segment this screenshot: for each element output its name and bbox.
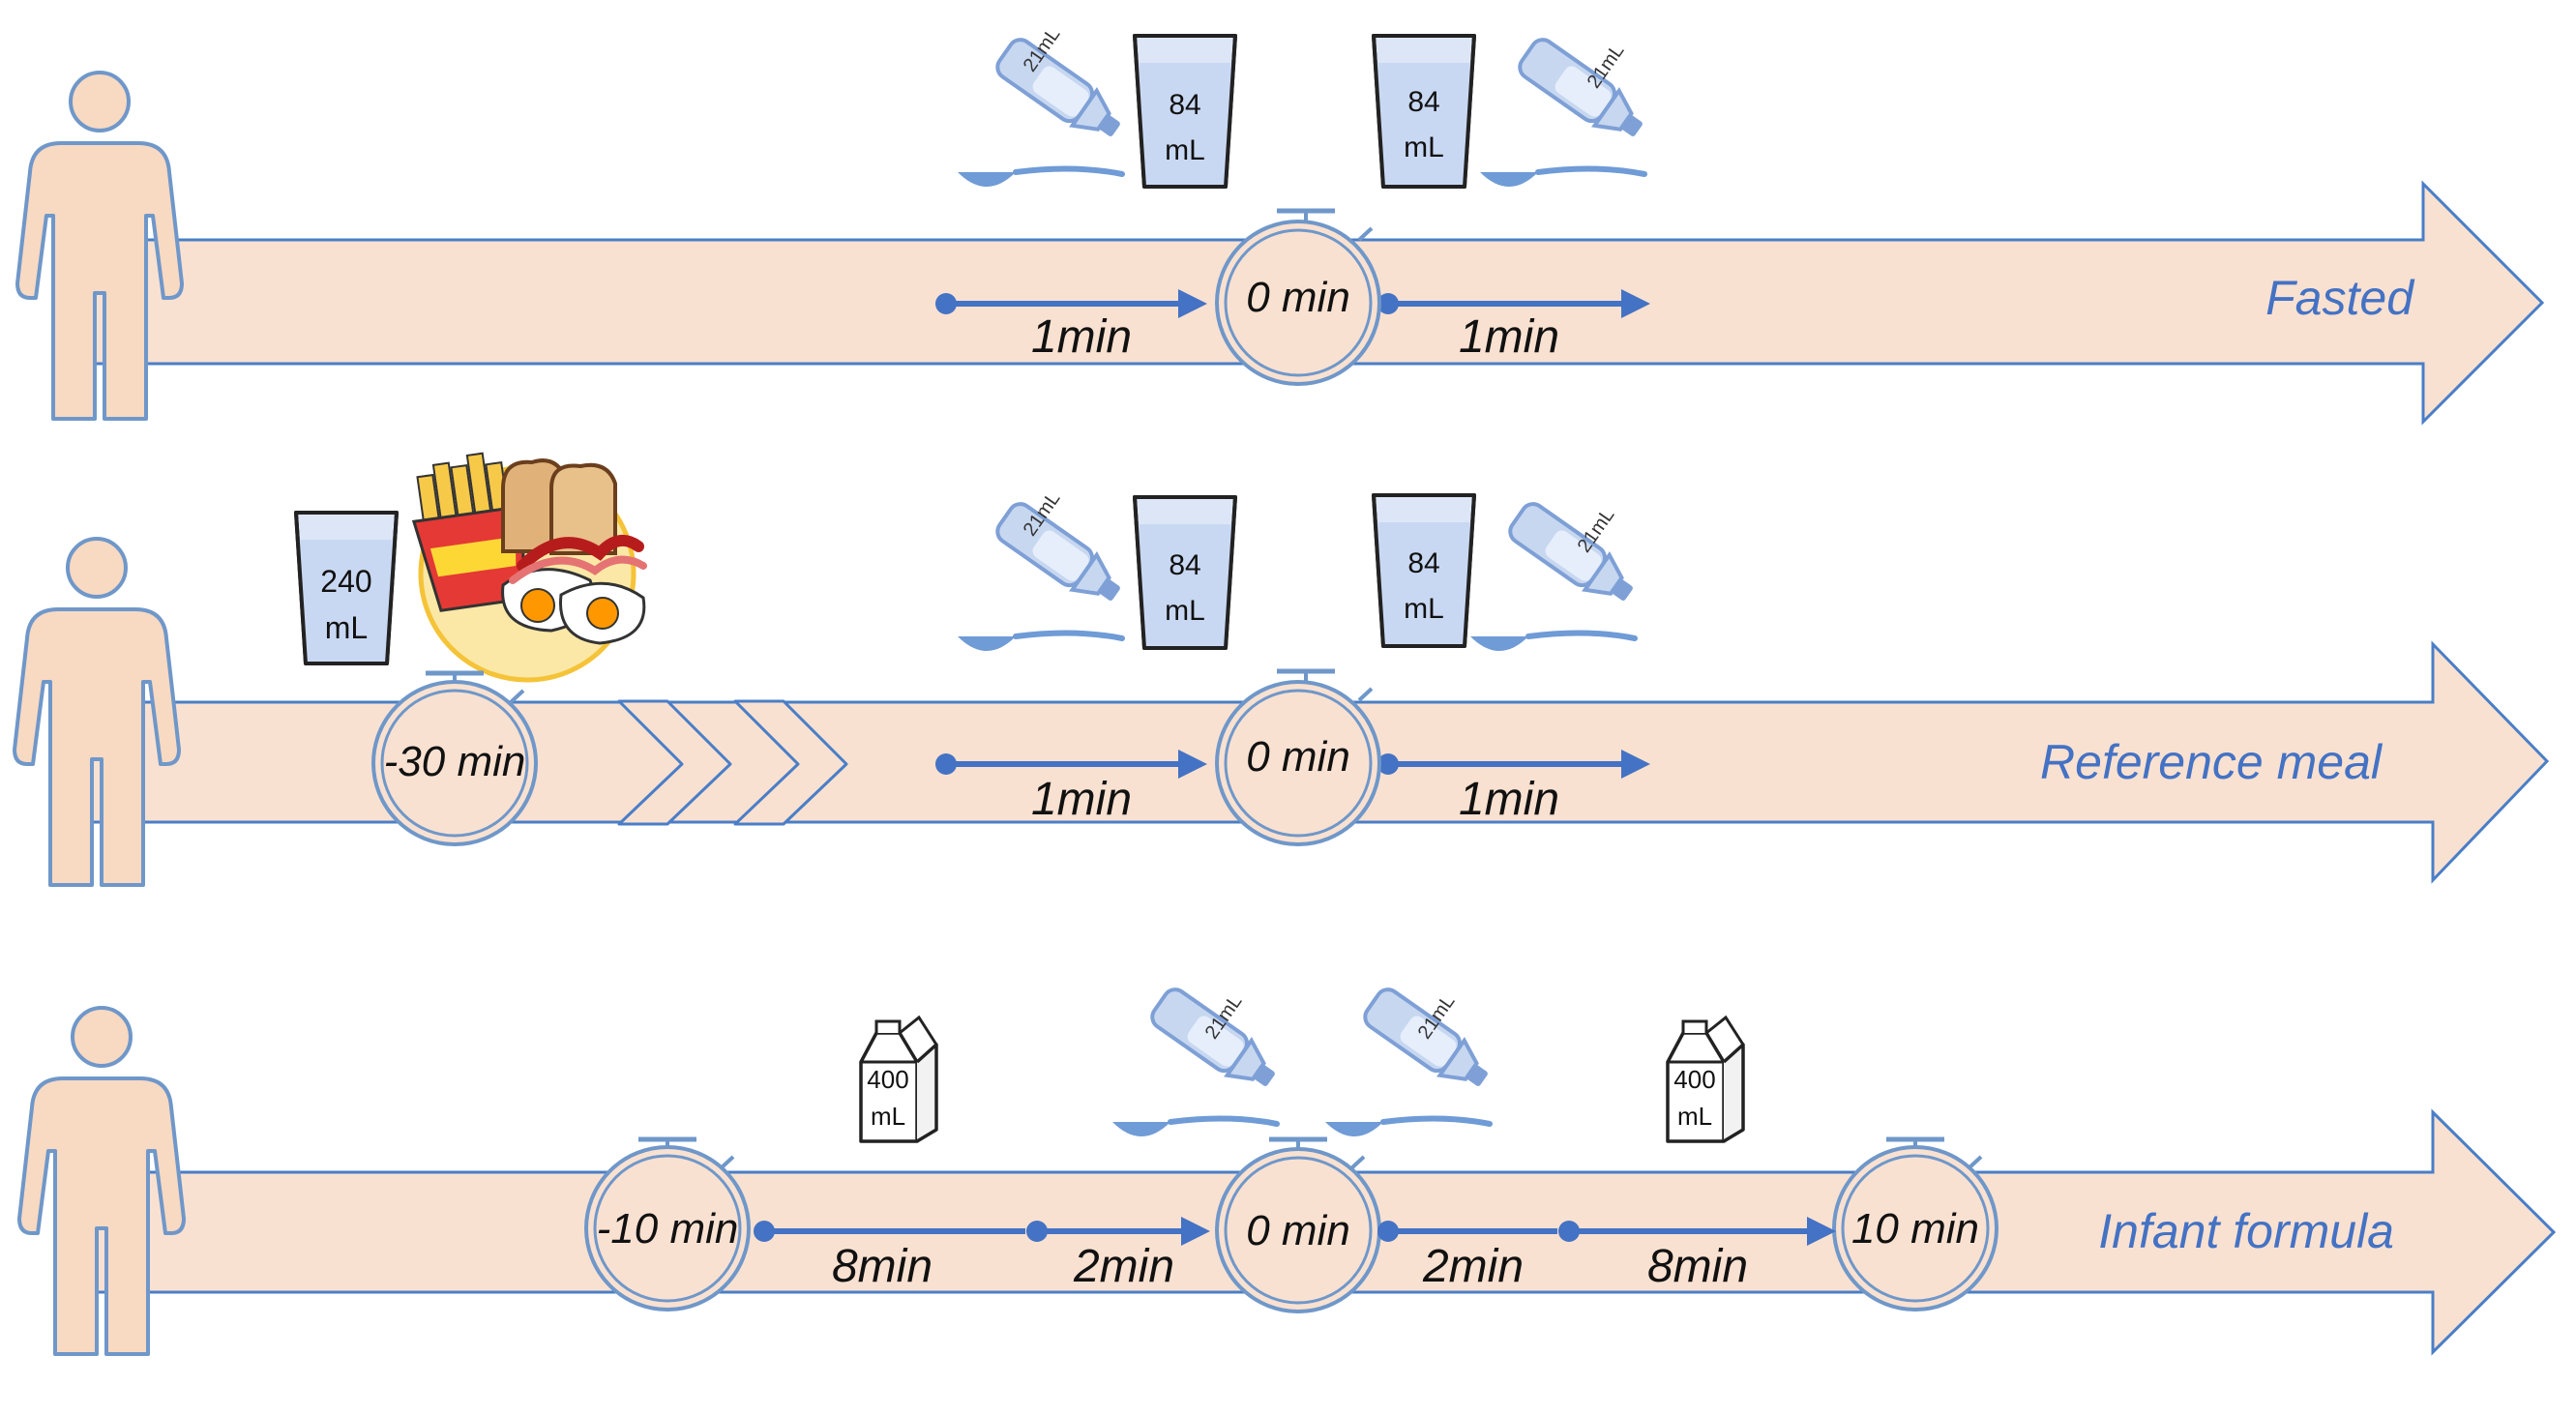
bottle-label: 21mL [1584,41,1629,93]
row-fasted: 21mL 84 mL 84 mL 21mL 0 min 1min 1min Fa… [15,24,2545,426]
carton-volume: 400 [1673,1065,1715,1094]
interval-label: 8min [832,1241,933,1292]
timepoint-dot [935,293,957,314]
interval-label: 1min [1459,311,1559,363]
interval-label: 1min [1031,774,1132,825]
timepoint-label: -10 min [597,1205,739,1253]
row-infant-formula: 400 mL 21mL 21mL 400 mL [17,985,2557,1356]
bottle-pour-icon [1470,499,1642,651]
timepoint-dot [935,753,957,775]
bottle-pour-icon [1325,985,1496,1136]
meal-glass-volume: 240 [320,564,371,599]
bottle-pour-icon [1480,35,1651,187]
carton-unit: mL [1677,1102,1712,1131]
interval-label: 2min [1422,1241,1524,1292]
glass-volume: 84 [1169,549,1200,581]
bottle-label: 21mL [1574,505,1619,557]
glass-unit: mL [1165,595,1205,627]
glass-unit: mL [1404,593,1444,625]
person-icon [17,1006,186,1356]
stopwatch-icon [371,670,538,846]
timepoint-dot [754,1221,775,1242]
timepoint-label: 10 min [1851,1205,1979,1253]
carton-volume: 400 [867,1065,908,1094]
interval-label: 8min [1647,1241,1748,1292]
time-gap-chevrons [617,699,848,826]
condition-label: Reference meal [2040,735,2384,789]
interval-label: 1min [1031,311,1132,363]
stopwatch-icon [1215,208,1381,386]
person-icon [13,537,181,887]
stopwatch-icon [584,1136,751,1312]
timepoint-label: 0 min [1246,1207,1350,1254]
timepoint-dot [1558,1221,1580,1242]
carton-unit: mL [871,1102,905,1131]
bottle-pour-icon [1112,985,1284,1136]
stopwatch-icon [1215,1136,1381,1313]
timepoint-label: 0 min [1246,733,1350,781]
glass-volume: 84 [1407,547,1439,579]
glass-volume: 84 [1407,86,1439,118]
condition-label: Fasted [2265,271,2415,325]
row-reference-meal: 240 mL 21mL 84 mL [13,452,2550,887]
timepoint-label: 0 min [1246,274,1350,321]
timepoint-dot [1026,1221,1048,1242]
interval-label: 1min [1459,774,1559,825]
meal-glass-unit: mL [325,610,368,645]
timepoint-dot [1377,1221,1399,1242]
timepoint-dot [1377,293,1399,314]
glass-unit: mL [1404,132,1444,163]
interval-label: 2min [1073,1241,1174,1292]
timepoint-dot [1377,753,1399,775]
condition-label: Infant formula [2098,1204,2394,1258]
glass-unit: mL [1165,134,1205,166]
breakfast-plate-icon [411,452,647,683]
timepoint-label: -30 min [384,738,526,785]
stopwatch-icon [1215,668,1381,846]
person-icon [15,71,184,421]
glass-volume: 84 [1169,89,1200,121]
